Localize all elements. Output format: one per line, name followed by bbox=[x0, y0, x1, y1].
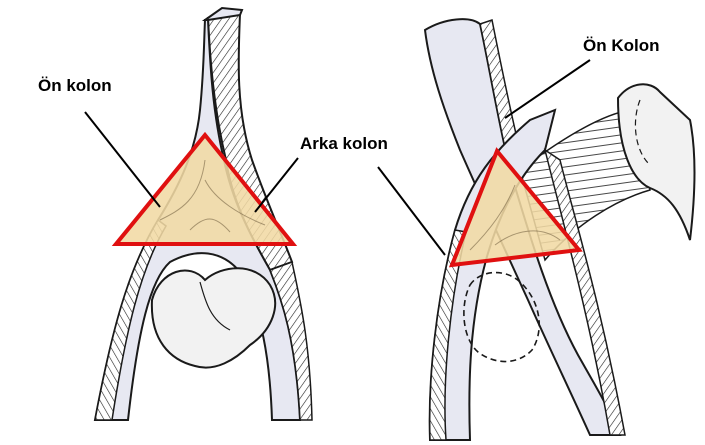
leader-left-anterior bbox=[85, 112, 160, 207]
label-posterior-column: Arka kolon bbox=[300, 134, 388, 153]
left-acetabular-cavity bbox=[152, 268, 275, 367]
label-right-anterior-column: Ön Kolon bbox=[583, 36, 659, 55]
left-column-triangle bbox=[116, 135, 293, 244]
leader-right-anterior bbox=[505, 60, 590, 118]
leader-posterior-right bbox=[378, 167, 445, 255]
right-sacrum bbox=[618, 84, 695, 240]
label-left-anterior-column: Ön kolon bbox=[38, 76, 112, 95]
